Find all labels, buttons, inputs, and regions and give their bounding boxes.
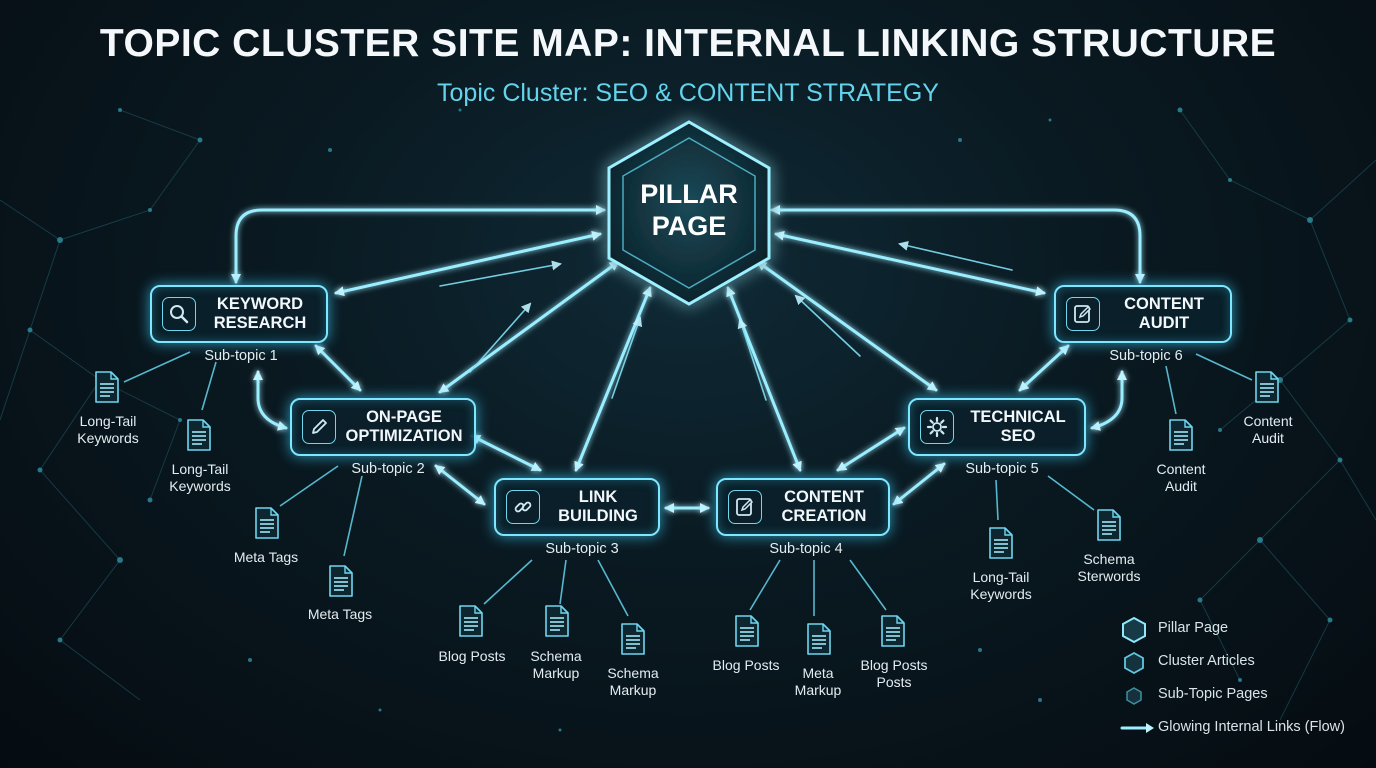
thin-link-2: [898, 240, 1013, 271]
thin-link-1: [439, 260, 562, 287]
subtopic-caption: Sub-topic 6: [1109, 348, 1183, 364]
link-onpage-keyword-curve: [253, 370, 288, 431]
page-label: Meta Markup: [794, 665, 842, 698]
page-label: Schema Markup: [530, 648, 582, 681]
page-label: Blog Posts: [712, 657, 780, 673]
subtopic-caption: Sub-topic 2: [351, 461, 425, 477]
page-label: Long-Tail Keywords: [970, 569, 1032, 602]
subtopic-label: ON-PAGE OPTIMIZATION: [345, 408, 463, 445]
magnifier-icon: [162, 297, 196, 331]
document-icon[interactable]: [620, 622, 646, 661]
page-label: Blog Posts: [438, 648, 506, 664]
page-label: Blog Posts Posts: [860, 657, 928, 690]
document-icon[interactable]: [1254, 370, 1280, 409]
page-label: Long-Tail Keywords: [169, 461, 231, 494]
arrow-right-icon: [1120, 723, 1154, 733]
document-icon[interactable]: [988, 526, 1014, 565]
link-onpage-link-lower: [434, 464, 486, 506]
subtopic-caption: Sub-topic 1: [204, 348, 278, 364]
document-icon[interactable]: [880, 614, 906, 653]
page-label: Content Audit: [1156, 461, 1206, 494]
page-label: Meta Tags: [233, 549, 299, 565]
document-icon[interactable]: [94, 370, 120, 409]
hexagon-medium-icon: [1124, 651, 1144, 675]
pencil-icon: [302, 410, 336, 444]
document-icon[interactable]: [458, 604, 484, 643]
subtopic-node-technical-seo[interactable]: TECHNICAL SEO: [908, 398, 1086, 456]
page-title: TOPIC CLUSTER SITE MAP: INTERNAL LINKING…: [99, 22, 1277, 65]
document-icon[interactable]: [1168, 418, 1194, 457]
thin-link-4: [794, 294, 861, 357]
subtopic-node-content-audit[interactable]: CONTENT AUDIT: [1054, 285, 1232, 343]
legend-item-pillar: Pillar Page: [1120, 616, 1370, 644]
document-icon[interactable]: [734, 614, 760, 653]
link-technical-audit-curve: [1090, 370, 1127, 431]
link-arc-left: [231, 205, 606, 284]
subtopic-node-link-building[interactable]: LINK BUILDING: [494, 478, 660, 536]
link-technical-content-lower: [892, 462, 946, 506]
page-label: Schema Markup: [607, 665, 659, 698]
page-subtitle: Topic Cluster: SEO & CONTENT STRATEGY: [437, 79, 939, 107]
thin-link-6: [737, 318, 767, 401]
subtopic-label: KEYWORD RESEARCH: [213, 295, 307, 332]
document-icon[interactable]: [1096, 508, 1122, 547]
hexagon-large-icon: [1122, 616, 1146, 644]
subtopic-label: CONTENT CREATION: [781, 488, 867, 525]
gear-icon: [920, 410, 954, 444]
link-keyword-onpage: [314, 344, 362, 392]
document-icon[interactable]: [806, 622, 832, 661]
legend-item-cluster: Cluster Articles: [1120, 649, 1370, 675]
subtopic-label: LINK BUILDING: [558, 488, 638, 525]
link-technical-audit: [1018, 344, 1070, 392]
document-icon[interactable]: [254, 506, 280, 545]
thin-link-3: [469, 302, 532, 373]
subtopic-node-content-creation[interactable]: CONTENT CREATION: [716, 478, 890, 536]
edit-document-icon: [728, 490, 762, 524]
thin-link-5: [611, 316, 643, 399]
legend-label: Cluster Articles: [1158, 653, 1255, 669]
subtopic-caption: Sub-topic 4: [769, 541, 843, 557]
legend-item-subtopic-pages: Sub-Topic Pages: [1120, 682, 1370, 708]
link-content-technical: [836, 426, 906, 472]
subtopic-caption: Sub-topic 3: [545, 541, 619, 557]
legend-label: Glowing Internal Links (Flow): [1158, 719, 1345, 735]
legend-label: Sub-Topic Pages: [1158, 686, 1268, 702]
legend-item-links: Glowing Internal Links (Flow): [1120, 715, 1370, 741]
page-label: Schema Sterwords: [1077, 551, 1141, 584]
pillar-page-label[interactable]: PILLAR PAGE: [640, 179, 738, 241]
link-arc-right: [770, 205, 1145, 284]
page-label: Long-Tail Keywords: [77, 413, 139, 446]
hexagon-small-icon: [1126, 687, 1142, 705]
document-icon[interactable]: [328, 564, 354, 603]
subtopic-node-keyword-research[interactable]: KEYWORD RESEARCH: [150, 285, 328, 343]
subtopic-node-on-page-optimization[interactable]: ON-PAGE OPTIMIZATION: [290, 398, 476, 456]
page-label: Content Audit: [1243, 413, 1293, 446]
link-onpage-link: [470, 434, 542, 472]
edit-document-icon: [1066, 297, 1100, 331]
legend-label: Pillar Page: [1158, 620, 1229, 636]
document-icon[interactable]: [544, 604, 570, 643]
page-label: Meta Tags: [307, 606, 373, 622]
subtopic-caption: Sub-topic 5: [965, 461, 1039, 477]
subtopic-label: TECHNICAL SEO: [970, 408, 1066, 445]
document-icon[interactable]: [186, 418, 212, 457]
subtopic-label: CONTENT AUDIT: [1124, 295, 1204, 332]
link-icon: [506, 490, 540, 524]
